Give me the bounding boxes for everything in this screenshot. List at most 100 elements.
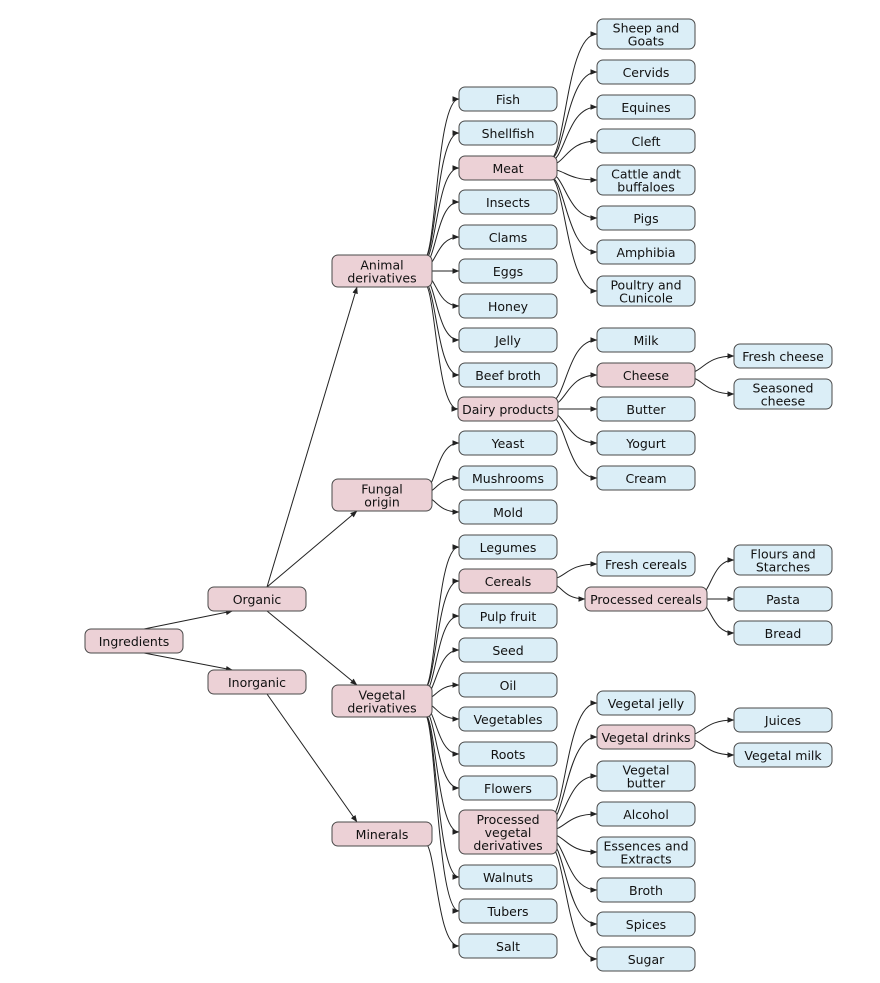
node-walnuts-box: [458, 864, 558, 890]
node-spices: Spices: [596, 911, 696, 937]
node-organic-box: [207, 586, 307, 612]
node-vegjelly: Vegetal jelly: [596, 690, 696, 716]
node-processedcereals: Processed cereals: [584, 586, 708, 612]
node-freshcereals-label: Fresh cereals: [605, 557, 687, 572]
node-vegmilk-label: Vegetal milk: [744, 748, 822, 763]
node-freshcheese-box: [733, 343, 833, 369]
edge-organic-to-vegetal: [266, 610, 358, 686]
node-salt-label: Salt: [496, 939, 520, 954]
node-pasta: Pasta: [733, 586, 833, 612]
node-cleft: Cleft: [596, 128, 696, 154]
node-inorganic-box: [207, 669, 307, 695]
node-minerals-box: [331, 821, 433, 847]
node-oil-box: [458, 672, 558, 698]
node-cleft-box: [596, 128, 696, 154]
node-freshcereals-box: [596, 551, 696, 577]
node-oil: Oil: [458, 672, 558, 698]
edge-animal-to-fish: [423, 96, 460, 260]
node-yogurt-box: [596, 430, 696, 456]
node-shellfish-box: [458, 120, 558, 146]
node-insects-box: [458, 189, 558, 215]
edge-meat-to-sheep: [548, 31, 598, 161]
node-cheese-box: [596, 362, 696, 388]
node-pulpfruit-label: Pulp fruit: [480, 609, 537, 624]
node-seed: Seed: [458, 637, 558, 663]
node-alcohol-label: Alcohol: [623, 807, 669, 822]
node-cheese: Cheese: [596, 362, 696, 388]
node-amphibia-label: Amphibia: [616, 245, 675, 260]
node-oil-label: Oil: [500, 678, 517, 693]
node-pigs-box: [596, 205, 696, 231]
node-cream-label: Cream: [625, 471, 666, 486]
edge-vegetal-to-processedveg: [423, 712, 460, 835]
node-roots-label: Roots: [491, 747, 526, 762]
edge-meat-to-cervids: [548, 69, 598, 161]
node-tubers-box: [458, 898, 558, 924]
node-broth-box: [596, 877, 696, 903]
edge-vegetal-to-tubers: [423, 712, 460, 914]
node-jelly-label: Jelly: [494, 333, 521, 348]
node-honey: Honey: [458, 293, 558, 319]
node-processedcereals-box: [584, 586, 708, 612]
node-equines-box: [596, 94, 696, 120]
node-organic-label: Organic: [233, 592, 282, 607]
node-meat: Meat: [458, 155, 558, 181]
node-insects: Insects: [458, 189, 558, 215]
node-seed-box: [458, 637, 558, 663]
node-pulpfruit-box: [458, 603, 558, 629]
edge-meat-to-poultry: [548, 175, 598, 294]
edge-organic-to-fungal: [266, 510, 358, 588]
node-meat-label: Meat: [492, 161, 523, 176]
node-sheep-box: [596, 18, 696, 50]
node-juices: Juices: [733, 707, 833, 733]
node-alcohol-box: [596, 801, 696, 827]
node-milk-box: [596, 327, 696, 353]
edge-animal-to-shellfish: [423, 130, 460, 260]
node-salt: Salt: [458, 933, 558, 959]
node-cereals-label: Cereals: [485, 574, 532, 589]
node-yeast-label: Yeast: [491, 436, 525, 451]
node-yogurt: Yogurt: [596, 430, 696, 456]
node-legumes: Legumes: [458, 534, 558, 560]
node-cream-box: [596, 465, 696, 491]
node-cheese-label: Cheese: [623, 368, 670, 383]
node-vegjelly-box: [596, 690, 696, 716]
node-roots: Roots: [458, 741, 558, 767]
node-fish-label: Fish: [496, 92, 520, 107]
edge-vegetal-to-cereals: [423, 578, 460, 690]
node-dairy-label: Dairy products: [462, 402, 554, 417]
node-inorganic: Inorganic: [207, 669, 307, 695]
node-flowers-label: Flowers: [484, 781, 532, 796]
node-pigs-label: Pigs: [633, 211, 658, 226]
node-sugar-label: Sugar: [628, 952, 665, 967]
node-pasta-box: [733, 586, 833, 612]
node-mushrooms-label: Mushrooms: [472, 471, 544, 486]
node-eggs: Eggs: [458, 258, 558, 284]
node-cereals-box: [458, 568, 558, 594]
node-tubers: Tubers: [458, 898, 558, 924]
node-seed-label: Seed: [492, 643, 523, 658]
node-minerals: Minerals: [331, 821, 433, 847]
node-mold-box: [458, 499, 558, 525]
node-meat-box: [458, 155, 558, 181]
node-cleft-label: Cleft: [632, 134, 661, 149]
node-mold: Mold: [458, 499, 558, 525]
node-pigs: Pigs: [596, 205, 696, 231]
node-tubers-label: Tubers: [487, 904, 529, 919]
node-ingredients: Ingredients: [84, 628, 184, 654]
node-pasta-label: Pasta: [766, 592, 800, 607]
